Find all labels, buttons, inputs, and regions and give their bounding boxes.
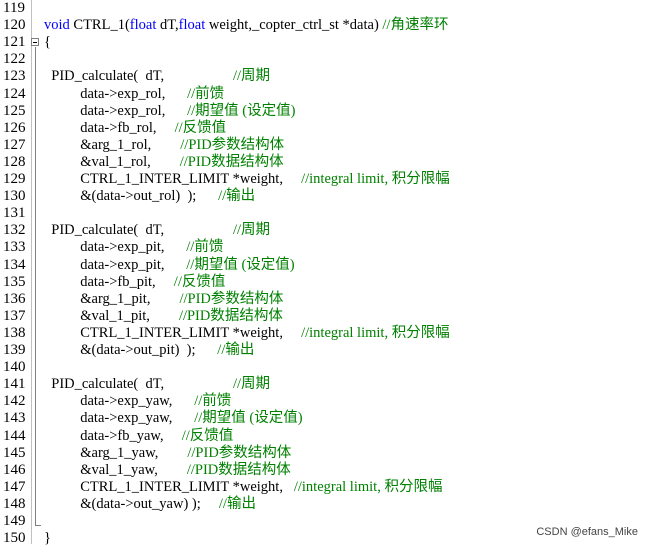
code-line[interactable]: 131 — [0, 205, 650, 222]
code-text: data->exp_pit, //期望值 (设定值) — [44, 256, 295, 273]
code-text: &arg_1_rol, //PID参数结构体 — [44, 136, 285, 153]
code-line[interactable]: 143 data->exp_yaw, //期望值 (设定值) — [0, 410, 650, 427]
code-line[interactable]: 124 data->exp_rol, //前馈 — [0, 86, 650, 103]
code-text: &(data->out_yaw) ); //输出 — [44, 495, 256, 512]
code-line[interactable]: 125 data->exp_rol, //期望值 (设定值) — [0, 103, 650, 120]
line-number: 143 — [3, 410, 26, 427]
code-line[interactable]: 144 data->fb_yaw, //反馈值 — [0, 428, 650, 445]
line-number: 142 — [3, 393, 26, 410]
code-line[interactable]: 119 — [0, 0, 650, 17]
line-number: 140 — [3, 359, 26, 376]
code-text: &val_1_yaw, //PID数据结构体 — [44, 461, 291, 478]
line-number: 120 — [3, 17, 26, 34]
code-line[interactable]: 126 data->fb_rol, //反馈值 — [0, 120, 650, 137]
code-line[interactable]: 146 &val_1_yaw, //PID数据结构体 — [0, 462, 650, 479]
line-number: 121 — [3, 34, 26, 51]
code-text: PID_calculate( dT, //周期 — [44, 376, 271, 393]
code-line[interactable]: 147 CTRL_1_INTER_LIMIT *weight, //integr… — [0, 479, 650, 496]
line-number: 134 — [3, 256, 26, 273]
code-text: CTRL_1_INTER_LIMIT *weight, //integral l… — [44, 324, 450, 341]
code-line[interactable]: 121 { — [0, 34, 650, 51]
line-number: 119 — [3, 0, 25, 16]
fold-guide — [35, 47, 36, 525]
code-line[interactable]: 142 data->exp_yaw, //前馈 — [0, 393, 650, 410]
code-line[interactable]: 141 PID_calculate( dT, //周期 — [0, 376, 650, 393]
line-number: 125 — [3, 102, 26, 119]
line-number: 135 — [3, 273, 26, 290]
code-text: &(data->out_rol) ); //输出 — [44, 188, 256, 205]
line-number: 127 — [3, 136, 26, 153]
code-text: data->fb_yaw, //反馈值 — [44, 427, 234, 444]
code-line[interactable]: 130 &(data->out_rol) ); //输出 — [0, 188, 650, 205]
code-text: } — [44, 530, 51, 547]
code-line[interactable]: 127 &arg_1_rol, //PID参数结构体 — [0, 137, 650, 154]
line-number: 146 — [3, 461, 26, 478]
code-text: CTRL_1_INTER_LIMIT *weight, //integral l… — [44, 478, 443, 495]
line-number: 122 — [3, 51, 26, 68]
line-number: 137 — [3, 307, 26, 324]
code-text: data->fb_pit, //反馈值 — [44, 273, 226, 290]
code-text: &arg_1_pit, //PID参数结构体 — [44, 290, 284, 307]
code-text: data->fb_rol, //反馈值 — [44, 119, 227, 136]
code-line[interactable]: 128 &val_1_rol, //PID数据结构体 — [0, 154, 650, 171]
code-text: &val_1_pit, //PID数据结构体 — [44, 307, 283, 324]
code-text: PID_calculate( dT, //周期 — [44, 68, 271, 85]
line-number: 123 — [3, 68, 26, 85]
fold-gutter — [31, 0, 42, 544]
code-line[interactable]: 122 — [0, 51, 650, 68]
line-number: 141 — [3, 376, 26, 393]
line-number: 124 — [3, 85, 26, 102]
line-number: 147 — [3, 478, 26, 495]
fold-guide-end — [35, 525, 41, 526]
line-number: 145 — [3, 444, 26, 461]
code-text: &arg_1_yaw, //PID参数结构体 — [44, 444, 292, 461]
line-number: 126 — [3, 119, 26, 136]
code-text: CTRL_1_INTER_LIMIT *weight, //integral l… — [44, 171, 450, 187]
watermark: CSDN @efans_Mike — [536, 526, 638, 538]
line-number: 136 — [3, 290, 26, 307]
code-text: &(data->out_pit) ); //输出 — [44, 342, 255, 358]
code-text: data->exp_yaw, //期望值 (设定值) — [44, 410, 303, 427]
line-number: 150 — [3, 530, 26, 547]
line-number: 133 — [3, 239, 26, 256]
code-line[interactable]: 145 &arg_1_yaw, //PID参数结构体 — [0, 445, 650, 462]
line-number: 131 — [3, 205, 26, 222]
code-line[interactable]: 149 — [0, 513, 650, 530]
code-line[interactable]: 133 data->exp_pit, //前馈 — [0, 239, 650, 256]
line-number: 128 — [3, 153, 26, 170]
line-number: 148 — [3, 495, 26, 512]
code-line[interactable]: 150} — [0, 530, 650, 547]
code-text: data->exp_rol, //前馈 — [44, 85, 225, 102]
code-line[interactable]: 123 PID_calculate( dT, //周期 — [0, 68, 650, 85]
code-text: &val_1_rol, //PID数据结构体 — [44, 153, 284, 170]
code-line[interactable]: 138 CTRL_1_INTER_LIMIT *weight, //integr… — [0, 325, 650, 342]
fold-toggle-icon[interactable] — [31, 38, 39, 46]
code-line[interactable]: 120 void CTRL_1(float dT,float weight,_co… — [0, 17, 650, 34]
line-number: 130 — [3, 188, 26, 205]
code-line[interactable]: 129 CTRL_1_INTER_LIMIT *weight, //integr… — [0, 171, 650, 188]
code-text: data->exp_yaw, //前馈 — [44, 393, 232, 410]
line-number: 144 — [3, 427, 26, 444]
code-line[interactable]: 139 &(data->out_pit) ); //输出 — [0, 342, 650, 359]
line-number: 138 — [3, 324, 26, 341]
line-number: 132 — [3, 222, 26, 239]
code-line[interactable]: 148 &(data->out_yaw) ); //输出 — [0, 496, 650, 513]
line-number: 129 — [3, 171, 26, 187]
code-text: data->exp_pit, //前馈 — [44, 239, 224, 256]
line-number: 139 — [3, 342, 26, 358]
code-text: { — [44, 34, 51, 51]
code-text: PID_calculate( dT, //周期 — [44, 222, 271, 239]
code-line[interactable]: 136 &arg_1_pit, //PID参数结构体 — [0, 291, 650, 308]
code-line[interactable]: 134 data->exp_pit, //期望值 (设定值) — [0, 257, 650, 274]
line-number: 149 — [3, 513, 26, 529]
code-line[interactable]: 135 data->fb_pit, //反馈值 — [0, 274, 650, 291]
code-text: void CTRL_1(float dT,float weight,_copte… — [44, 17, 449, 34]
code-line[interactable]: 137 &val_1_pit, //PID数据结构体 — [0, 308, 650, 325]
code-line[interactable]: 132 PID_calculate( dT, //周期 — [0, 222, 650, 239]
code-line[interactable]: 140 — [0, 359, 650, 376]
code-text: data->exp_rol, //期望值 (设定值) — [44, 102, 296, 119]
